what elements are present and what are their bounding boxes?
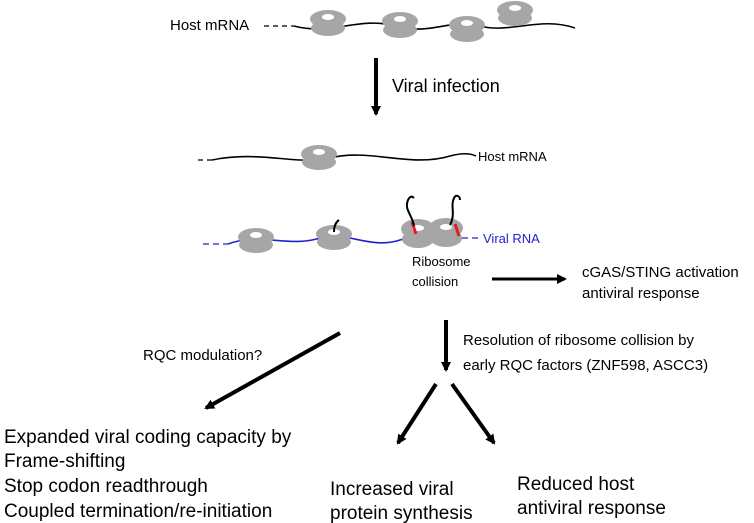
reduced-label-line1: Reduced host <box>517 474 635 495</box>
host-mrna-top-label: Host mRNA <box>170 17 249 34</box>
host-mrna-mid-label: Host mRNA <box>478 149 547 164</box>
cgas-label-line1: cGAS/STING activation <box>582 264 739 281</box>
expanded-label-line1: Expanded viral coding capacity by <box>4 427 292 448</box>
host-mrna-mid-strand <box>211 152 477 162</box>
rqc-modulation-arrow <box>204 331 341 410</box>
increased-label-line2: protein synthesis <box>330 503 473 523</box>
rqc-modulation-label: RQC modulation? <box>143 347 262 364</box>
ribosome-with-nascent-chain <box>316 219 352 250</box>
cgas-label-line2: antiviral response <box>582 285 700 302</box>
increased-label-line1: Increased viral <box>330 479 454 500</box>
reduced-label-line2: antiviral response <box>517 498 666 519</box>
ribosome <box>301 145 337 170</box>
collided-ribosomes <box>401 194 463 248</box>
viral-infection-label: Viral infection <box>392 76 500 96</box>
ribosome <box>382 12 418 38</box>
reduced-response-arrow <box>450 382 496 445</box>
viral-rna-label: Viral RNA <box>483 231 540 246</box>
resolution-label-line2: early RQC factors (ZNF598, ASCC3) <box>463 357 708 374</box>
ribosome-collision-label-line2: collision <box>412 274 458 289</box>
increased-synthesis-arrow <box>396 382 438 445</box>
ribosome-collision-label-line1: Ribosome <box>412 254 471 269</box>
expanded-label-line4: Coupled termination/re-initiation <box>4 501 272 522</box>
ribosome <box>497 1 533 26</box>
ribosome <box>238 228 274 253</box>
collision-site-mark <box>453 223 461 237</box>
ribosome <box>310 10 346 36</box>
expanded-label-line2: Frame-shifting <box>4 451 125 472</box>
ribosome <box>449 16 485 42</box>
expanded-label-line3: Stop codon readthrough <box>4 476 208 497</box>
resolution-label-line1: Resolution of ribosome collision by <box>463 332 694 349</box>
